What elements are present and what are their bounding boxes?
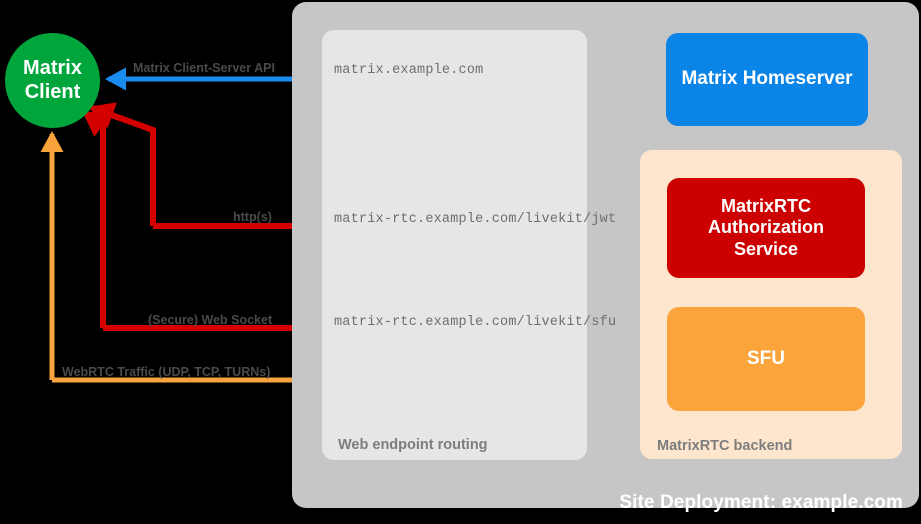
auth-service-line3: Service xyxy=(733,238,799,259)
auth-service-line2: Authorization xyxy=(708,217,824,238)
endpoint-url-jwt: matrix-rtc.example.com/livekit/jwt xyxy=(334,212,617,227)
edge-label-client-server-api: Matrix Client-Server API xyxy=(133,61,275,75)
edge-label-web-socket: (Secure) Web Socket xyxy=(148,313,273,327)
matrix-client-line2: Client xyxy=(24,80,81,103)
node-matrix-client-label: Matrix Client xyxy=(23,57,82,104)
matrix-client-line1: Matrix xyxy=(23,56,82,79)
site-deployment-label: Site Deployment: example.com xyxy=(619,492,903,513)
endpoint-url-sfu: matrix-rtc.example.com/livekit/sfu xyxy=(334,315,617,330)
edge-label-https: http(s) xyxy=(233,210,272,224)
node-matrix-homeserver-label: Matrix Homeserver xyxy=(681,68,853,90)
node-sfu-label: SFU xyxy=(747,347,785,369)
web-endpoint-routing-panel xyxy=(322,30,587,460)
node-auth-service-label: MatrixRTC Authorization Service xyxy=(708,196,824,260)
node-matrix-homeserver[interactable]: Matrix Homeserver xyxy=(666,33,868,126)
auth-service-line1: MatrixRTC xyxy=(720,196,811,217)
node-matrixrtc-authorization-service[interactable]: MatrixRTC Authorization Service xyxy=(667,178,865,278)
matrixrtc-backend-label: MatrixRTC backend xyxy=(657,438,793,454)
node-sfu[interactable]: SFU xyxy=(667,307,865,411)
edge-label-webrtc-traffic: WebRTC Traffic (UDP, TCP, TURNs) xyxy=(62,365,271,379)
endpoint-url-matrix: matrix.example.com xyxy=(334,63,484,78)
node-matrix-client[interactable]: Matrix Client xyxy=(5,33,100,128)
web-endpoint-routing-label: Web endpoint routing xyxy=(338,437,488,453)
